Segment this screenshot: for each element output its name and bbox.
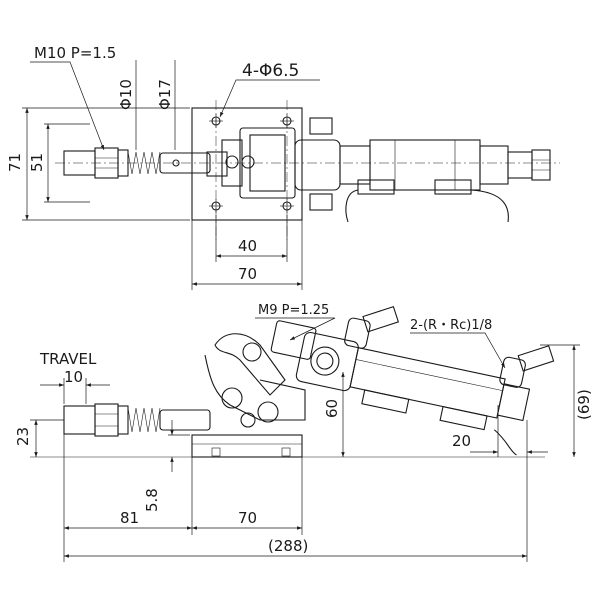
holes-label: 4-Φ6.5 xyxy=(242,61,299,81)
dim-travel-label: 10 xyxy=(64,368,83,386)
dim-height-outer-label: 71 xyxy=(6,153,24,172)
dim-base-thickness-label: 5.8 xyxy=(143,488,161,512)
top-base-plate xyxy=(191,107,303,221)
side-threaded-end xyxy=(63,405,96,435)
side-port-fitting-left xyxy=(344,317,371,349)
side-cylinder-barrel xyxy=(349,347,506,419)
dim-cyl-height-label: 60 xyxy=(323,399,341,418)
dim-port-offset-label: 20 xyxy=(452,432,471,450)
top-dimensions xyxy=(22,60,320,290)
side-plunger-rod xyxy=(159,409,211,431)
top-cylinder-barrel xyxy=(369,139,481,191)
thread-label-side: M9 P=1.25 xyxy=(258,303,329,318)
side-view: TRAVEL 10 23 M9 P=1.25 2-(R・Rc)1/8 60 (6… xyxy=(14,303,593,562)
side-hex-nut xyxy=(94,403,119,437)
dim-height-inner-label: 51 xyxy=(28,153,46,172)
dim-plunger-height-label: 23 xyxy=(14,427,32,446)
dim-reach-label: 81 xyxy=(120,509,139,527)
dim-base-length-label: 70 xyxy=(238,509,257,527)
dim-overall-length-label: (288) xyxy=(268,537,308,555)
dia-large-label: Φ17 xyxy=(156,79,174,110)
top-view: M10 P=1.5 Φ10 Φ17 4-Φ6.5 71 51 40 70 xyxy=(6,44,560,290)
top-spring xyxy=(127,151,161,175)
port-label: 2-(R・Rc)1/8 xyxy=(410,318,492,333)
dim-base-outer-label: 70 xyxy=(238,265,257,283)
travel-label: TRAVEL xyxy=(39,350,97,368)
dim-base-inner-label: 40 xyxy=(238,237,257,255)
side-clamp-handle xyxy=(214,333,286,396)
side-base-plate xyxy=(191,434,303,458)
dim-overall-height-label: (69) xyxy=(575,389,593,420)
side-port-fitting-right xyxy=(499,356,526,388)
side-spring xyxy=(127,407,161,433)
side-dimensions xyxy=(30,317,580,562)
top-cylinder-end-fitting xyxy=(507,151,533,179)
thread-label-top: M10 P=1.5 xyxy=(34,44,116,62)
dia-small-label: Φ10 xyxy=(117,79,135,110)
side-cylinder-group xyxy=(270,305,555,456)
